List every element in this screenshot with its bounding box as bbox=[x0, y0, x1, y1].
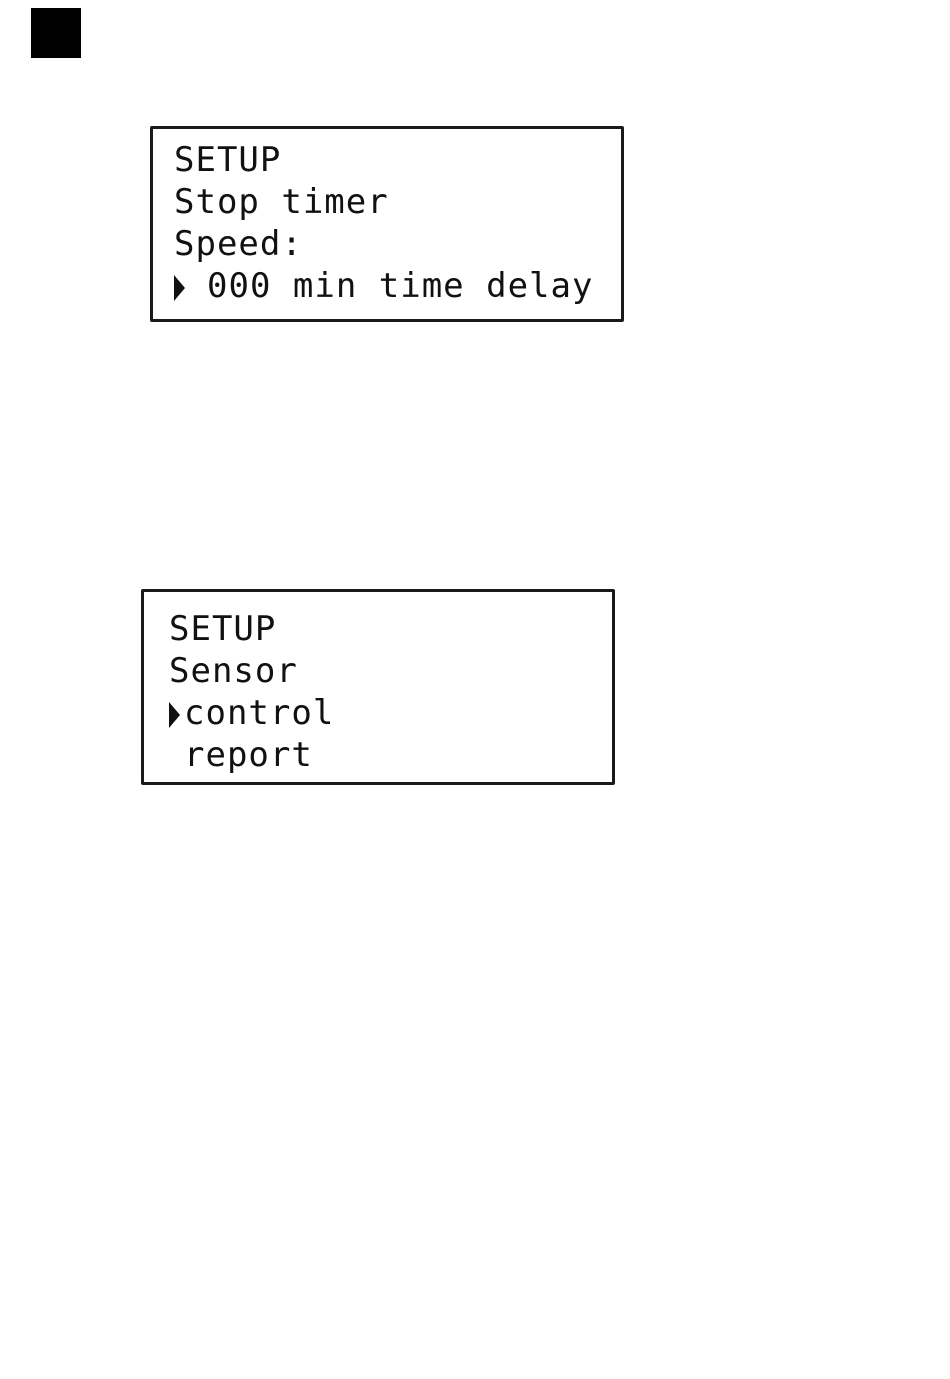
lcd-menu-label: Sensor bbox=[169, 650, 612, 692]
lcd-display-sensor: SETUP Sensor control report bbox=[141, 589, 615, 785]
lcd-option-report[interactable]: report bbox=[169, 734, 612, 776]
lcd-display-stop-timer: SETUP Stop timer Speed: 000 min time del… bbox=[150, 126, 624, 322]
option-label: control bbox=[184, 693, 334, 733]
time-delay-value: 000 min time delay bbox=[207, 266, 593, 306]
lcd-title: SETUP bbox=[169, 608, 612, 650]
lcd-menu-label: Stop timer bbox=[174, 181, 621, 223]
lcd-submenu-label: Speed: bbox=[174, 223, 621, 265]
cursor-arrow-icon bbox=[174, 275, 185, 301]
option-label: report bbox=[184, 735, 313, 775]
lcd-selected-row[interactable]: 000 min time delay bbox=[174, 265, 621, 307]
lcd-option-control[interactable]: control bbox=[169, 692, 612, 734]
black-square-icon bbox=[31, 8, 81, 58]
lcd-title: SETUP bbox=[174, 139, 621, 181]
cursor-arrow-icon bbox=[169, 702, 180, 728]
